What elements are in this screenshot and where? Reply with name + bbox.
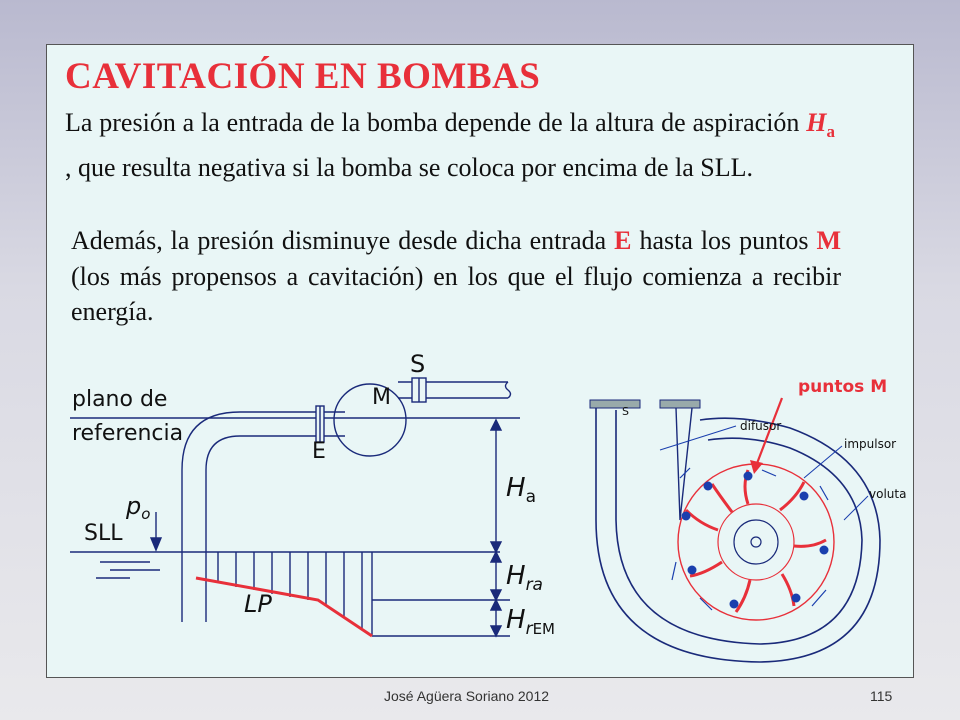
label-puntos-m: puntos M — [798, 377, 887, 397]
dim-arrow — [489, 589, 503, 602]
label-sll: SLL — [84, 521, 123, 546]
volute-inner — [615, 410, 863, 645]
discharge-stub — [398, 381, 412, 399]
diffuser-tongue — [675, 407, 693, 521]
puntos-m-arrowhead — [750, 460, 763, 474]
flow-arrow — [811, 589, 827, 607]
flow-arrows — [671, 467, 829, 611]
discharge-end — [504, 381, 512, 399]
label-lp: LP — [244, 590, 272, 618]
flow-arrow — [819, 485, 829, 501]
m-point — [799, 491, 809, 501]
label-s-right: S — [622, 405, 629, 418]
impeller-blades — [684, 469, 827, 613]
blade — [710, 483, 734, 513]
impeller-eye — [717, 503, 795, 581]
shaft — [750, 536, 762, 548]
label-ha-main: H — [506, 473, 526, 503]
m-point — [743, 471, 753, 481]
paragraph-detail: Además, la presión disminuye desde dicha… — [71, 223, 841, 330]
dim-arrow — [489, 541, 503, 554]
label-p0: po — [125, 492, 150, 523]
p0-arrowhead — [149, 537, 163, 552]
suction-pipe-outer — [181, 411, 318, 622]
flow-arrow — [761, 469, 777, 477]
label-s: S — [410, 350, 425, 378]
paragraph-intro: La presión a la entrada de la bomba depe… — [65, 105, 835, 185]
left-labels: plano de referencia S M E po SLL LP Ha H… — [72, 350, 555, 639]
blade — [779, 481, 806, 512]
label-hra-main: H — [506, 561, 526, 591]
dim-arrow — [489, 550, 503, 563]
m-points — [681, 471, 829, 609]
label-hrem-sub-r: r — [526, 619, 534, 639]
suction-pipe-inner — [205, 435, 318, 622]
flow-arrow — [699, 597, 713, 611]
label-difusor: difusor — [740, 419, 781, 433]
left-diagram — [70, 377, 520, 638]
leader-difusor — [659, 425, 737, 451]
leader-impulsor — [803, 445, 843, 479]
footer-page-number: 115 — [870, 688, 893, 704]
slide-title: CAVITACIÓN EN BOMBAS — [65, 56, 541, 97]
label-ha: Ha — [506, 473, 536, 507]
dim-arrow — [489, 418, 503, 431]
volute-outer — [595, 402, 881, 663]
var-h: H — [806, 108, 827, 137]
nozzle-flange-right — [659, 399, 701, 409]
label-voluta: voluta — [869, 487, 906, 501]
label-plano: plano de — [72, 387, 167, 412]
impeller-rim — [677, 463, 835, 621]
m-point — [703, 481, 713, 491]
letter-e: E — [614, 226, 632, 255]
discharge-pipe — [426, 381, 508, 399]
label-hra-sub: ra — [526, 575, 543, 595]
label-hrem: HrEM — [506, 605, 555, 639]
footer-author: José Agüera Soriano 2012 — [384, 688, 550, 704]
p2-text-c: (los más propensos a cavitación) en los … — [71, 261, 841, 327]
label-hra: Hra — [506, 561, 543, 595]
m-point — [681, 511, 691, 521]
m-point — [791, 593, 801, 603]
flow-arrow — [671, 561, 677, 581]
blade — [684, 508, 719, 532]
label-m: M — [372, 385, 391, 410]
label-p0-main: p — [125, 492, 141, 520]
label-hrem-sub-em: EM — [533, 620, 555, 638]
var-h-sub: a — [826, 122, 836, 141]
nozzle-flange-left — [589, 399, 641, 409]
flow-arrow — [679, 467, 691, 479]
blade — [793, 538, 827, 548]
leader-voluta — [843, 495, 869, 521]
p1-text-b: , que resulta negativa si la bomba se co… — [65, 152, 754, 182]
m-point — [687, 565, 697, 575]
dim-arrow — [489, 598, 503, 611]
p2-text-b: hasta los puntos — [631, 226, 817, 255]
label-referencia: referencia — [72, 421, 183, 446]
pump-casing — [333, 383, 407, 457]
right-diagram — [589, 397, 881, 663]
leader-lines — [659, 425, 869, 521]
puntos-m-pointer — [754, 397, 784, 467]
right-labels: puntos M S difusor impulsor voluta — [622, 377, 906, 501]
m-point — [729, 599, 739, 609]
dim-arrow — [489, 625, 503, 638]
label-hrem-main: H — [506, 605, 526, 635]
impeller-hub — [733, 519, 779, 565]
blade — [734, 579, 752, 613]
label-impulsor: impulsor — [844, 437, 896, 451]
blade — [689, 560, 723, 578]
p2-text-a: Además, la presión disminuye desde dicha… — [71, 226, 615, 255]
lp-line — [195, 576, 373, 638]
label-e: E — [312, 439, 326, 464]
blade — [780, 573, 796, 607]
m-point — [819, 545, 829, 555]
p1-text-a: La presión a la entrada de la bomba depe… — [65, 108, 807, 137]
letter-m: M — [816, 226, 841, 255]
slide-panel: CAVITACIÓN EN BOMBAS La presión a la ent… — [46, 44, 914, 678]
label-p0-sub: o — [141, 505, 150, 523]
label-ha-sub: a — [526, 487, 536, 507]
